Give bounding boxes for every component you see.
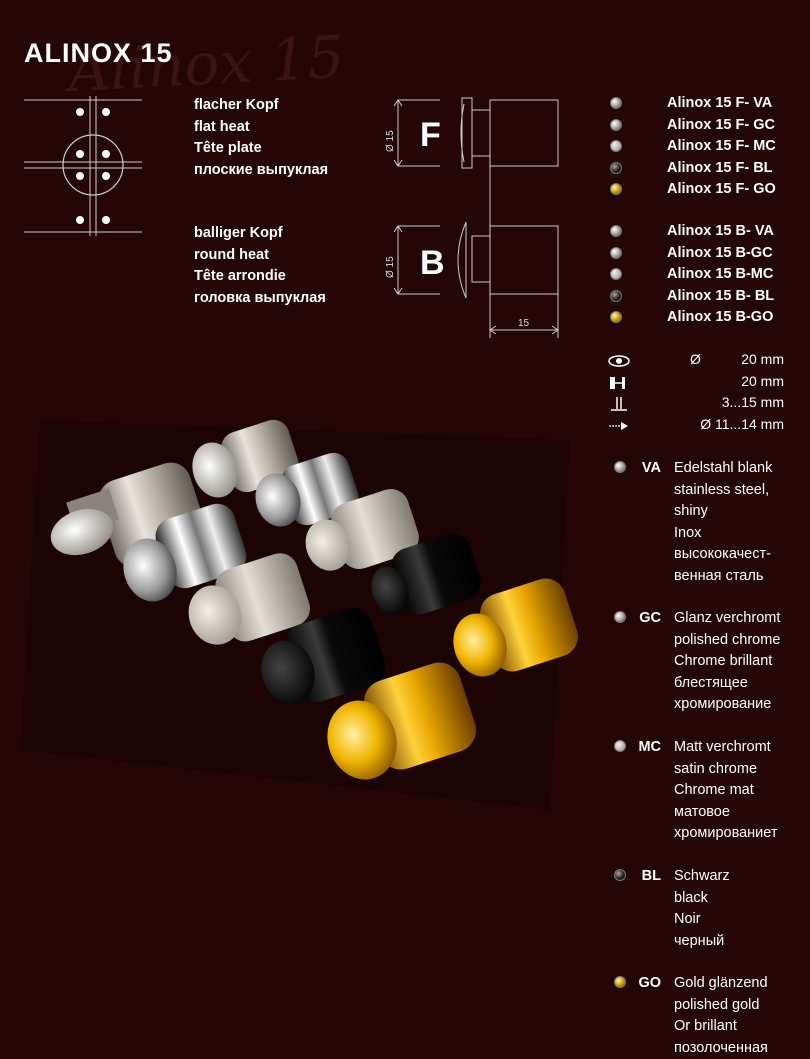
standoff-go-flat: [327, 662, 477, 780]
finish-ball-icon: [610, 118, 622, 131]
bracket-icon: [610, 376, 625, 389]
spec-row: Ø 20 mm: [608, 351, 784, 373]
page-title: ALINOX 15: [24, 38, 173, 68]
product-row: Alinox 15 F- VA: [610, 93, 795, 115]
finish-ball-icon: [610, 97, 622, 109]
drill-icon: [609, 421, 628, 430]
finish-ball-icon: [610, 161, 622, 174]
flat-head-label-ru: плоские выпуклая: [194, 161, 329, 178]
flat-head-labels: flacher Kopf flat heat Tête plate плоски…: [194, 95, 328, 181]
product-row: Alinox 15 B- BL: [610, 286, 795, 308]
flat-head-letter: F: [420, 116, 441, 154]
spec-row: 20 mm: [608, 373, 784, 395]
thickness-icon: [611, 397, 627, 411]
product-list-f: Alinox 15 F- VA Alinox 15 F- GC Alinox 1…: [610, 93, 795, 201]
round-diameter-label: Ø 15: [385, 256, 396, 278]
finish-description: Matt verchromt satin chrome Chrome mat м…: [674, 739, 778, 841]
finish-ball-icon: [614, 461, 626, 473]
standoff-bl-flat: [261, 607, 386, 704]
product-list-b: Alinox 15 B- VA Alinox 15 B-GC Alinox 15…: [610, 221, 795, 329]
product-row: Alinox 15 B- VA: [610, 221, 795, 243]
finish-description: Gold glänzend polished gold Or brillant …: [674, 975, 768, 1056]
technical-drawing: F B Ø 15 Ø 15 15: [385, 97, 559, 338]
product-row: Alinox 15 F- MC: [610, 136, 795, 158]
spec-row: Ø 11...14 mm: [608, 416, 784, 438]
mounting-pattern-diagram: [24, 96, 142, 236]
product-photo: [20, 419, 579, 810]
round-head-labels: balliger Kopf round heat Tête arrondie г…: [194, 223, 326, 309]
finish-description: Schwarz black Noir черный: [674, 868, 730, 949]
round-head-letter: B: [420, 244, 445, 282]
finish-ball-icon: [610, 311, 622, 323]
spec-row: 3...15 mm: [608, 394, 784, 416]
standoff-go-round: [453, 578, 579, 677]
finish-ball-icon: [610, 140, 622, 152]
standoff-bl-round: [371, 533, 481, 615]
round-head-label-de: balliger Kopf: [194, 225, 283, 241]
finish-description: Glanz verchromt polished chrome Chrome b…: [674, 610, 781, 712]
flat-head-label-de: flacher Kopf: [194, 97, 279, 113]
product-row: Alinox 15 B-MC: [610, 264, 795, 286]
eye-icon: [608, 355, 630, 367]
flat-head-label-en: flat heat: [194, 118, 250, 135]
finish-ball-icon: [610, 246, 622, 259]
round-head-label-ru: головка выпуклая: [194, 289, 326, 306]
finish-ball-icon: [610, 225, 622, 237]
finish-ball-icon: [614, 869, 626, 881]
product-row: Alinox 15 F- BL: [610, 158, 795, 180]
round-head-label-en: round heat: [194, 246, 269, 263]
product-row: Alinox 15 F- GO: [610, 179, 795, 201]
flat-diameter-label: Ø 15: [385, 130, 396, 152]
finish-ball-icon: [610, 289, 622, 302]
standoff-mc-round: [305, 488, 419, 571]
standoff-mc-flat: [188, 553, 310, 645]
finish-ball-icon: [610, 268, 622, 280]
finish-ball-icon: [614, 611, 626, 623]
product-row: Alinox 15 F- GC: [610, 115, 795, 137]
round-head-label-fr: Tête arrondie: [194, 268, 286, 284]
product-row: Alinox 15 B-GO: [610, 307, 795, 329]
standoff-gc-flat: [123, 503, 247, 602]
finish-ball-icon: [614, 740, 626, 752]
flat-head-label-fr: Tête plate: [194, 140, 262, 156]
spec-list: Ø 20 mm 20 mm 3...15 mm Ø 11...14 mm: [608, 351, 784, 437]
finish-description: Edelstahl blank stainless steel, shiny I…: [674, 460, 773, 584]
finish-ball-icon: [610, 183, 622, 195]
length-label: 15: [518, 318, 530, 329]
product-row: Alinox 15 B-GC: [610, 243, 795, 265]
finish-ball-icon: [614, 976, 626, 988]
